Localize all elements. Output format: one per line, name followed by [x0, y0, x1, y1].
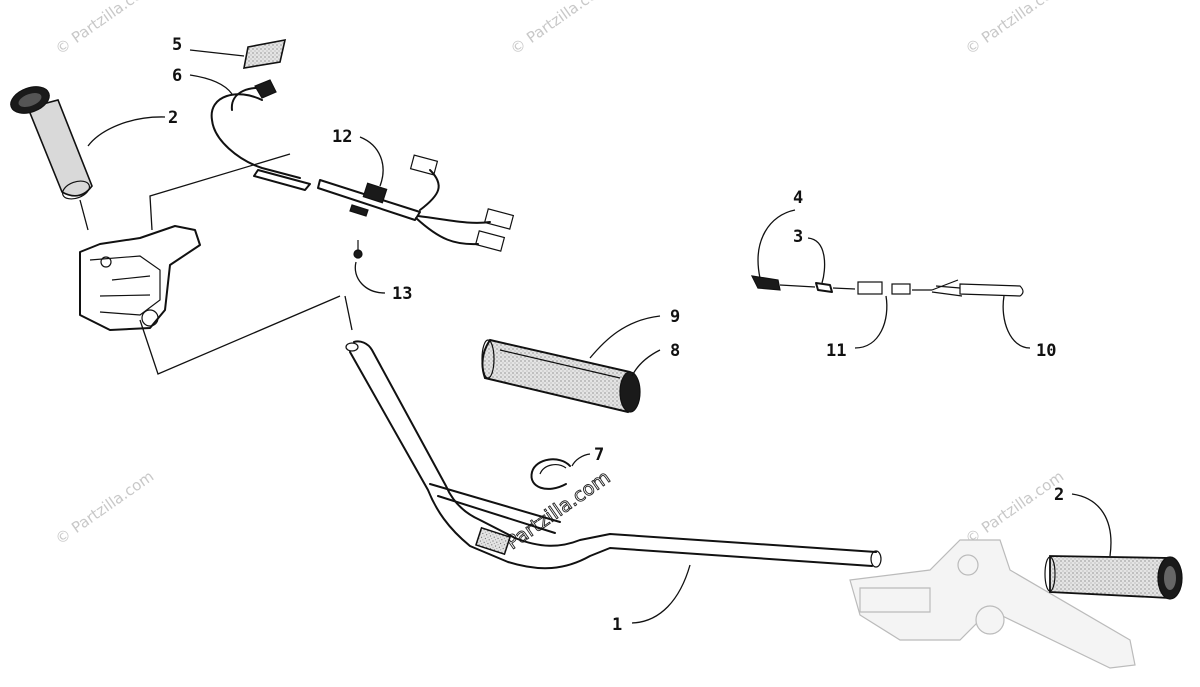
throttle-housing — [79, 225, 201, 331]
watermark-top-center: © Partzilla.com — [507, 0, 612, 58]
left-grip-part — [10, 86, 93, 200]
heater-wire-part-6 — [210, 79, 311, 191]
callout-9: 9 — [670, 307, 680, 327]
callout-5: 5 — [172, 35, 182, 55]
callout-4: 4 — [793, 188, 803, 208]
right-grip-part — [1044, 555, 1183, 600]
wiring-harness-part-12 — [317, 154, 515, 252]
callout-10: 10 — [1036, 341, 1056, 361]
pad-part-5 — [242, 38, 287, 69]
watermark-top-right: © Partzilla.com — [962, 0, 1067, 58]
watermark-bottom-right: © Partzilla.com — [962, 467, 1067, 548]
callout-7: 7 — [594, 445, 604, 465]
leader-lines — [79, 49, 1112, 624]
switch-wire-assembly — [750, 275, 1024, 297]
bar-pad-part-8-9 — [481, 338, 641, 414]
brake-lever-assembly — [849, 539, 1136, 669]
callout-2-right: 2 — [1054, 485, 1064, 505]
watermarks: © Partzilla.com © Partzilla.com © Partzi… — [52, 0, 1067, 555]
watermark-top-left: © Partzilla.com — [52, 0, 157, 58]
callout-2-left: 2 — [168, 108, 178, 128]
callout-8: 8 — [670, 341, 680, 361]
watermark-bottom-left: © Partzilla.com — [52, 467, 157, 548]
clamp-ring-part-7 — [530, 458, 571, 490]
callout-13: 13 — [392, 284, 412, 304]
callout-11: 11 — [826, 341, 846, 361]
callout-6: 6 — [172, 66, 182, 86]
callout-12: 12 — [332, 127, 352, 147]
handlebar-part-1 — [345, 340, 882, 570]
callout-1: 1 — [612, 615, 622, 635]
screw-part-13 — [353, 240, 363, 259]
callout-labels: 5 6 2 12 13 9 8 7 1 4 3 11 10 2 — [168, 35, 1064, 635]
callout-3: 3 — [793, 227, 803, 247]
